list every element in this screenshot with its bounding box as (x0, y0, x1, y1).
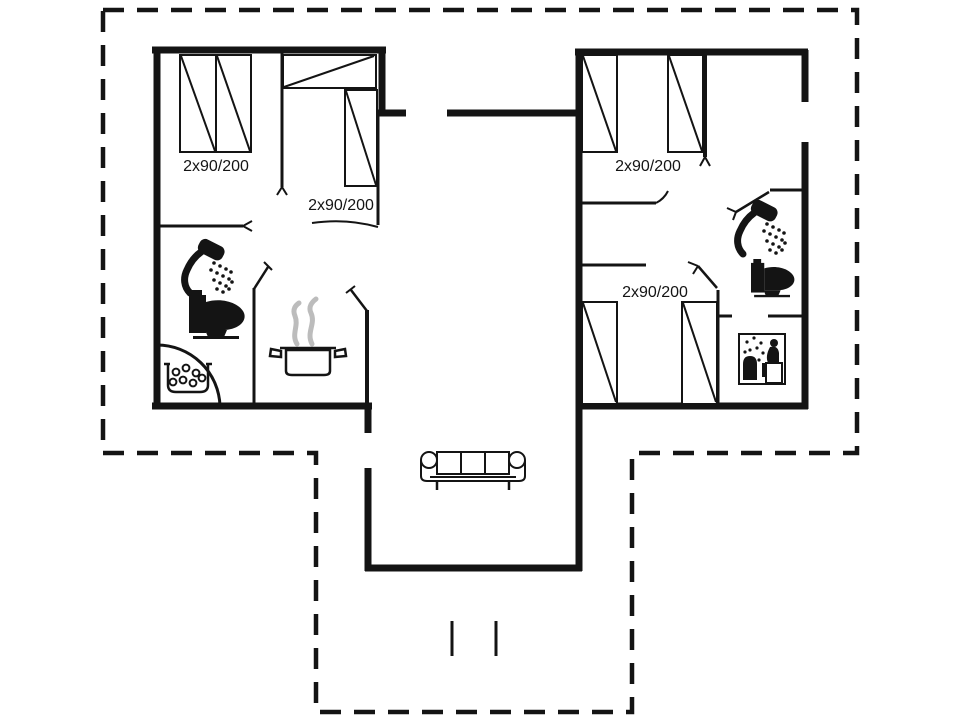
terrace-boundary (100, 7, 860, 715)
toilet-icon (751, 259, 795, 298)
bed-size-label-bedroom2: 2x90/200 (308, 197, 374, 214)
bedroom3-bed (581, 54, 704, 153)
cooking-pot-icon (268, 296, 348, 377)
terrace-entrance-marks (450, 621, 498, 656)
bed-size-label-bedroom4: 2x90/200 (622, 284, 688, 301)
bedroom1-bed (179, 54, 252, 153)
bed-size-label-bedroom1: 2x90/200 (183, 158, 249, 175)
toilet-icon (189, 290, 245, 339)
bed-size-label-bedroom3: 2x90/200 (615, 158, 681, 175)
exterior-walls (152, 46, 809, 572)
sauna-icon (738, 333, 786, 385)
bedroom4-bed (581, 301, 718, 405)
shower-icon (185, 237, 234, 294)
bedroom2-bed (282, 54, 378, 187)
sofa-icon (420, 451, 526, 490)
whirlpool-tub-icon (156, 343, 222, 407)
door-marks (242, 156, 770, 312)
